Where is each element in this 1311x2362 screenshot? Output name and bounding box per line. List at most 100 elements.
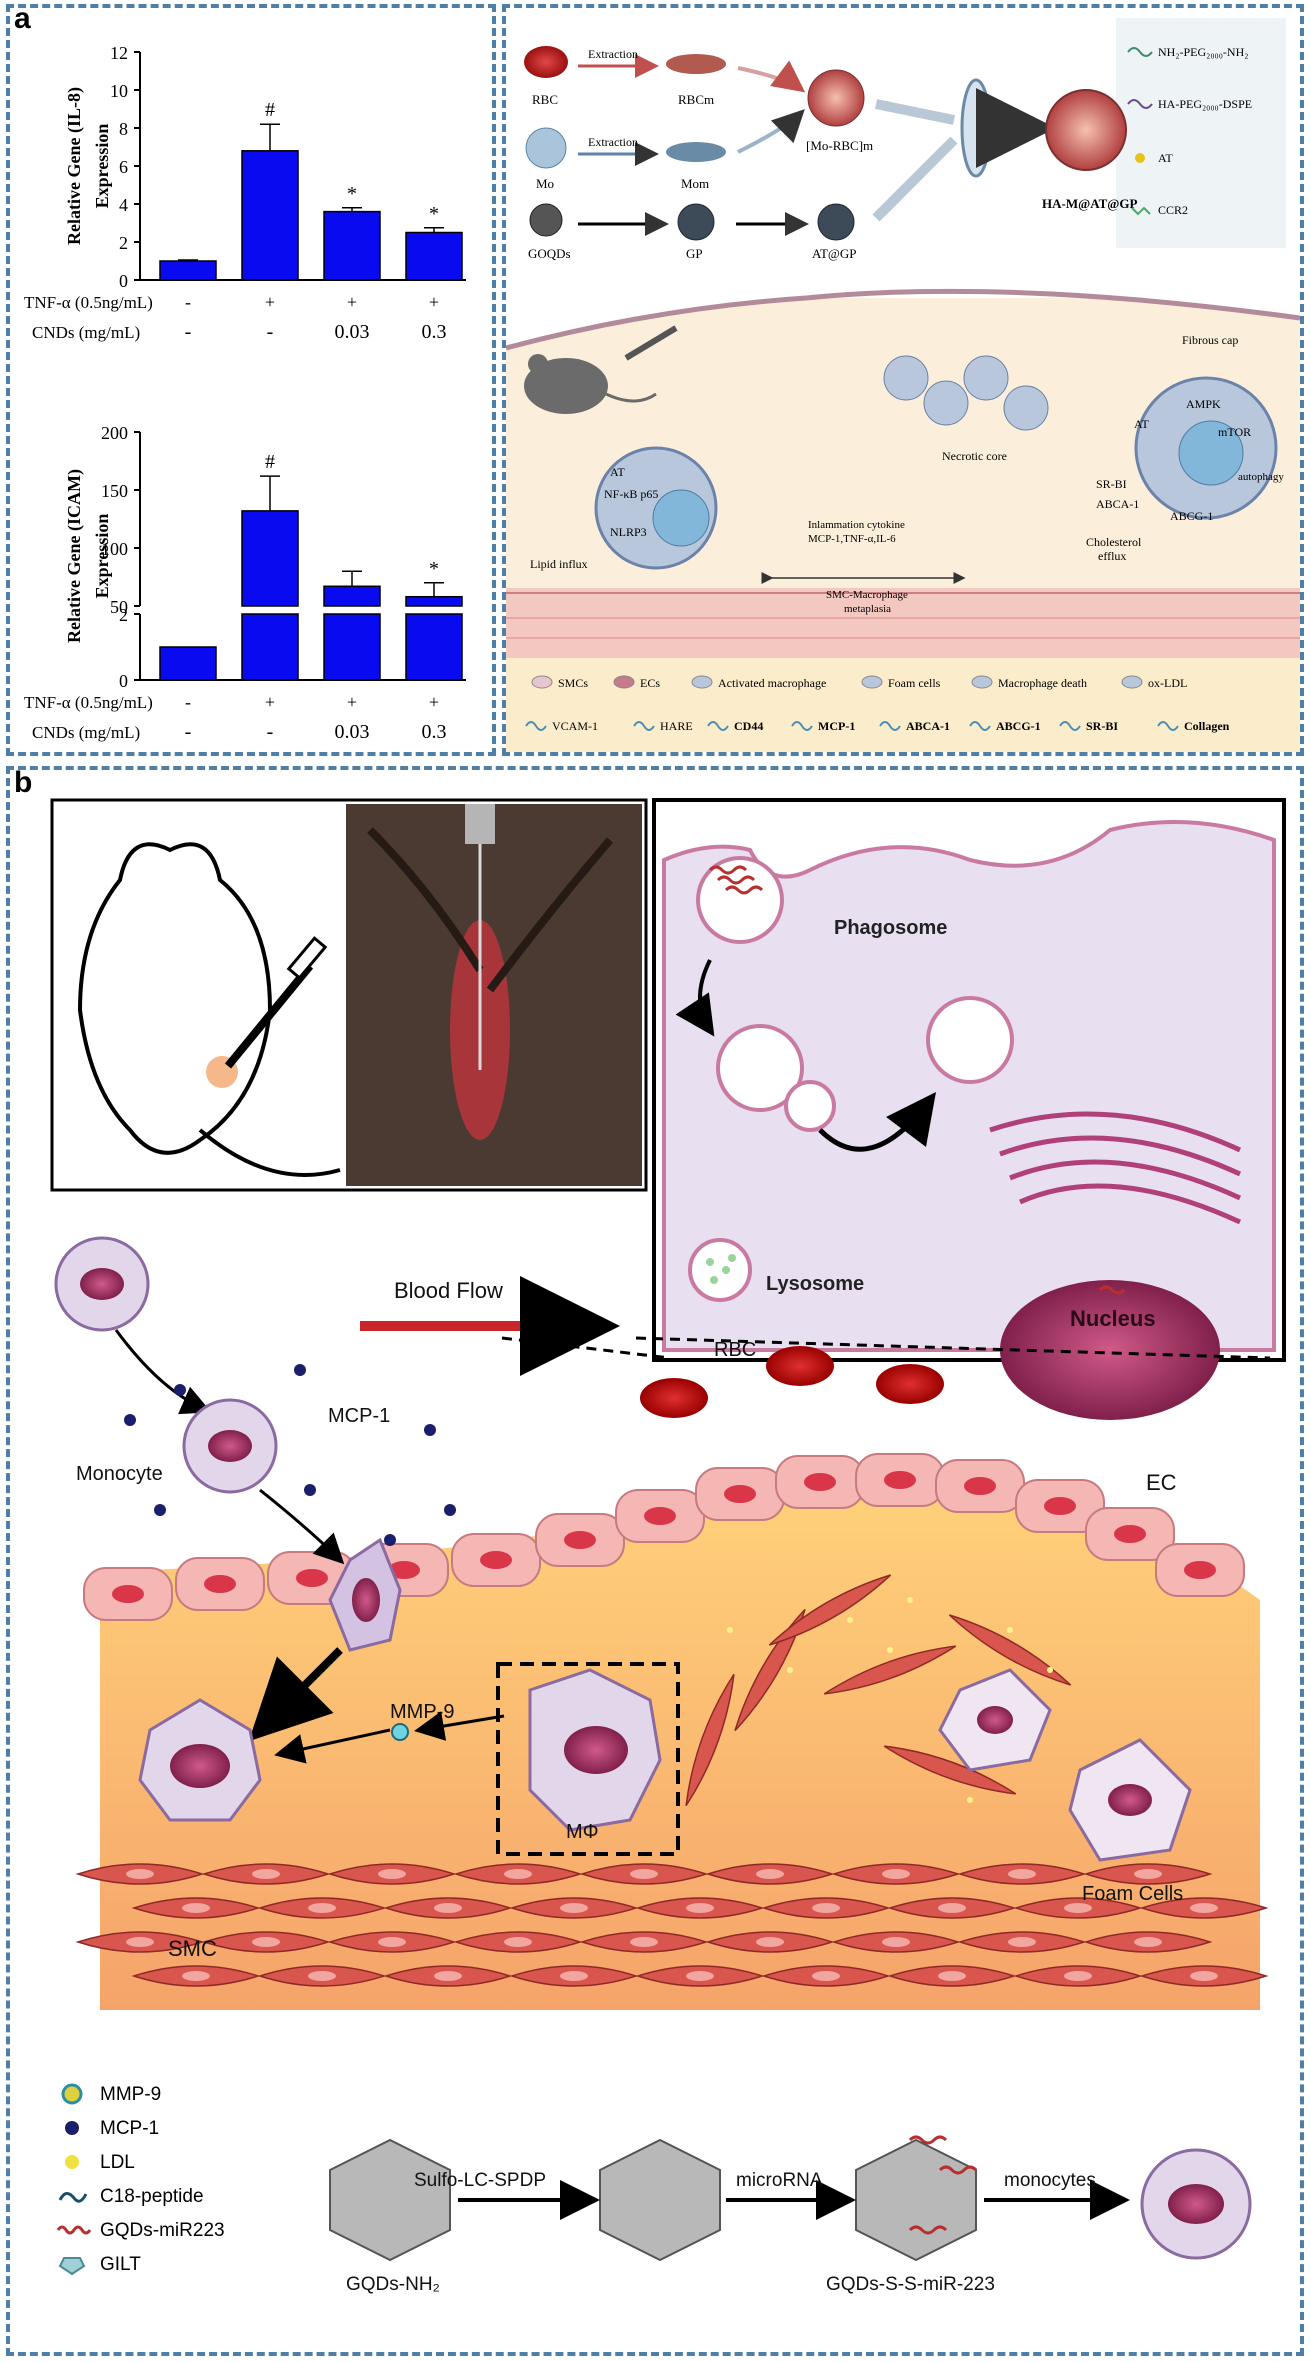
mouse-icon bbox=[524, 358, 608, 414]
legend-c-icon bbox=[707, 721, 729, 731]
c18-peptide-legend-icon bbox=[58, 2192, 88, 2203]
legend-c-item: SR-BI bbox=[1086, 719, 1118, 733]
panel-b-letter: b bbox=[14, 766, 33, 799]
chart1-ytick: 10 bbox=[110, 81, 128, 101]
cell-membrane bbox=[662, 820, 1276, 1352]
legend-c-item: ABCA-1 bbox=[906, 719, 950, 733]
key-item-2: HA-PEG₂₀₀₀-DSPE bbox=[1158, 97, 1252, 111]
mmp9-legend-icon bbox=[61, 2083, 83, 2105]
foam-cells-label: Foam Cells bbox=[1082, 1883, 1183, 1905]
at-gp-icon bbox=[817, 203, 855, 241]
rbc-icon-3 bbox=[876, 1364, 944, 1404]
legend-b-item: MMP-9 bbox=[100, 2084, 161, 2105]
chart1-row1-value: + bbox=[429, 292, 439, 312]
chart2-row1-label: TNF-α (0.5ng/mL) bbox=[24, 693, 153, 712]
abcg1-label: ABCG-1 bbox=[1170, 509, 1213, 523]
nucleus-label: Nucleus bbox=[1070, 1306, 1156, 1331]
key-item-3: AT bbox=[1158, 151, 1173, 165]
final-label: HA-M@AT@GP bbox=[1042, 196, 1137, 211]
autophagy-label: autophagy bbox=[1238, 471, 1284, 483]
lipid-influx-label: Lipid influx bbox=[530, 557, 588, 571]
metaplasia-label-1: SMC-Macrophage bbox=[826, 589, 908, 601]
gqds-spdp-icon bbox=[599, 2138, 721, 2262]
gqds-mir223-legend-icon bbox=[56, 2225, 92, 2235]
chart1-bar bbox=[405, 231, 463, 281]
chart2-bar-lower bbox=[323, 613, 381, 681]
mo-label: Mo bbox=[536, 176, 554, 191]
necrotic-core-label: Necrotic core bbox=[942, 449, 1007, 463]
legend-c-item: VCAM-1 bbox=[552, 719, 598, 733]
legend-b-item: C18-peptide bbox=[100, 2186, 204, 2207]
rbc-label: RBC bbox=[532, 92, 558, 107]
syringe-icon bbox=[624, 325, 678, 361]
legend-c-item: ABCG-1 bbox=[996, 719, 1041, 733]
goqds-label: GOQDs bbox=[528, 246, 571, 261]
legend-c-icon bbox=[525, 721, 547, 731]
chart2-ytick: 100 bbox=[101, 539, 128, 559]
gp-icon bbox=[677, 203, 715, 241]
chart1-significance-mark: # bbox=[265, 99, 275, 121]
syringe-icon-b bbox=[224, 963, 314, 1069]
mmp9-label: MMP-9 bbox=[390, 1701, 454, 1723]
chart1-ytick: 2 bbox=[119, 233, 128, 253]
chart2-significance-mark: * bbox=[429, 558, 439, 580]
legend-c-icon bbox=[633, 721, 655, 731]
chart1-ylabel: Relative Gene (IL-8) bbox=[64, 87, 85, 245]
legend-c-icon bbox=[613, 675, 635, 689]
chart2-ylabel: Relative Gene (ICAM) bbox=[64, 469, 85, 643]
panel-b: b Phagosome bbox=[6, 766, 1304, 2356]
lysosome-release-icon bbox=[926, 996, 1014, 1084]
synthesis-scheme: Sulfo-LC-SPDP microRNA monocytes GQDs-NH… bbox=[329, 2135, 1252, 2295]
chart1-significance-mark: * bbox=[347, 183, 357, 205]
legend-c-item: ECs bbox=[640, 676, 660, 690]
chart1-row1-value: - bbox=[185, 292, 191, 312]
chart2-bar-lower bbox=[241, 613, 299, 681]
chart2-row2-value: 0.03 bbox=[335, 721, 370, 743]
chart1-row2-value: 0.03 bbox=[335, 321, 370, 343]
chart1-ytick: 12 bbox=[110, 43, 128, 63]
legend-c-item: MCP-1 bbox=[818, 719, 855, 733]
cholesterol-label-1: Cholesterol bbox=[1086, 535, 1142, 549]
nucleus-icon bbox=[1000, 1280, 1220, 1420]
srbi-label: SR-BI bbox=[1096, 477, 1127, 491]
at-gp-label: AT@GP bbox=[812, 246, 856, 261]
nfkb-label: NF-κB p65 bbox=[604, 487, 658, 501]
chart1-ytick: 0 bbox=[119, 271, 128, 291]
at-label-left: AT bbox=[610, 465, 625, 479]
rbc-icon-2 bbox=[766, 1346, 834, 1386]
gilt-legend-icon bbox=[58, 2257, 86, 2276]
ldl-legend-icon bbox=[65, 2155, 79, 2169]
legend-c-item: ox-LDL bbox=[1148, 676, 1187, 690]
chart1-bar bbox=[159, 260, 217, 281]
legend-b-item: LDL bbox=[100, 2152, 135, 2173]
chart2-row1-value: - bbox=[185, 692, 191, 712]
extraction-label-1: Extraction bbox=[588, 47, 638, 61]
mcp1-legend-icon bbox=[65, 2121, 79, 2135]
legend-c-item: Macrophage death bbox=[998, 676, 1087, 690]
rbcm-icon bbox=[666, 54, 726, 74]
chart2-row2-value: 0.3 bbox=[422, 721, 447, 743]
chart2-bar-lower bbox=[405, 613, 463, 681]
chart1-row2-value: 0.3 bbox=[422, 321, 447, 343]
panel-c: c RBC Extraction RBCm Mo Extraction Mom … bbox=[502, 2, 1304, 756]
chart2-row2-value: - bbox=[185, 721, 192, 743]
chart1-row1-label: TNF-α (0.5ng/mL) bbox=[24, 293, 153, 312]
smooth-muscle-cell bbox=[768, 1574, 892, 1646]
merged-label: [Mo-RBC]m bbox=[806, 138, 873, 153]
smooth-muscle-cell bbox=[734, 1608, 806, 1732]
legend-c-icon bbox=[969, 721, 991, 731]
gqds-ss-mir223-label: GQDs-S-S-miR-223 bbox=[826, 2274, 995, 2295]
legend-c-item: Foam cells bbox=[888, 676, 941, 690]
lysosome-icon bbox=[688, 1238, 752, 1302]
extruder-membrane-icon bbox=[960, 78, 992, 178]
gqds-nh2-label: GQDs-NH₂ bbox=[346, 2274, 440, 2295]
chart2-bar-upper bbox=[241, 510, 299, 607]
legend-c-icon bbox=[531, 675, 553, 689]
nlrp3-label: NLRP3 bbox=[610, 525, 647, 539]
mphi-label: MΦ bbox=[566, 1821, 599, 1843]
legend-c-icon bbox=[1059, 721, 1081, 731]
phagolysosome-icon bbox=[716, 1024, 804, 1112]
rbcm-label: RBCm bbox=[678, 92, 714, 107]
smooth-muscle-cell bbox=[823, 1645, 957, 1695]
